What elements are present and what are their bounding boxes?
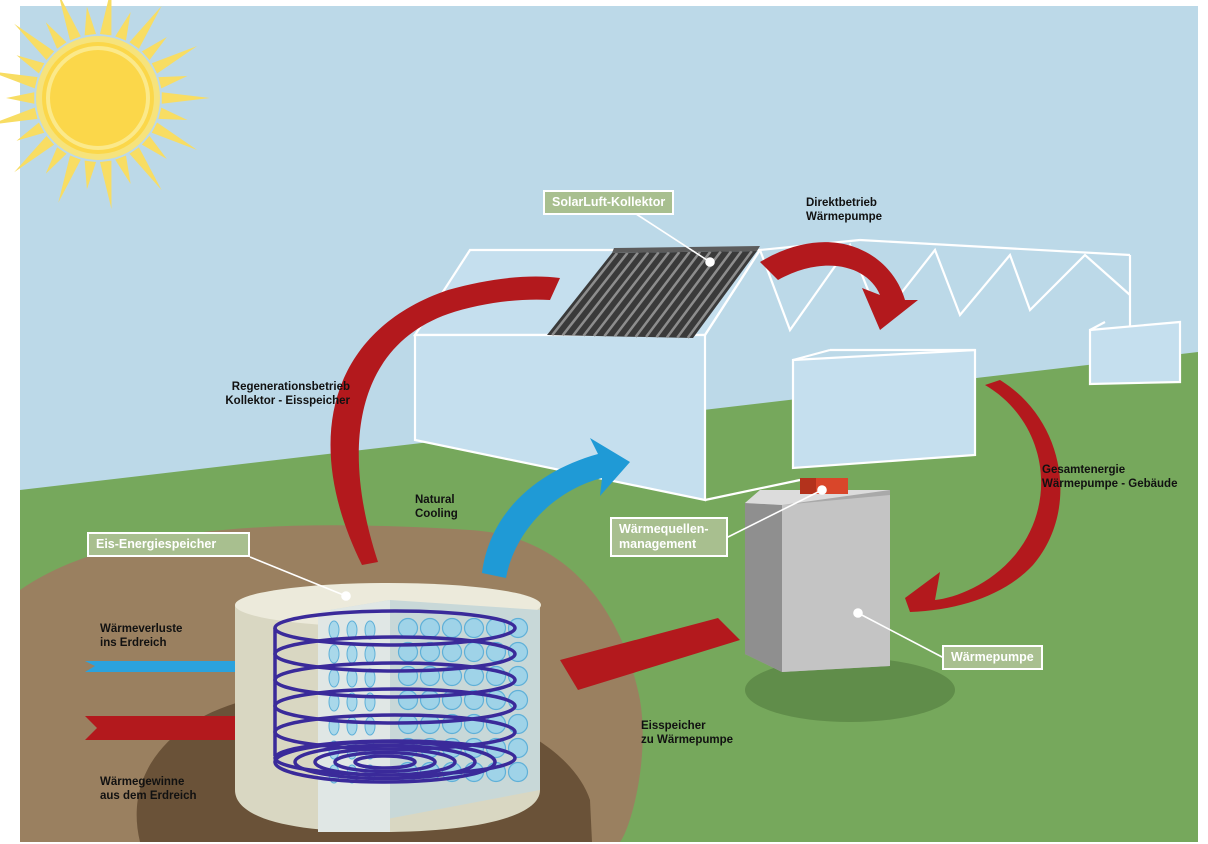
label-eisspeicher-zu-waermepumpe: Eisspeicher zu Wärmepumpe: [641, 720, 734, 746]
label-eis-energiespeicher: Eis-Energiespeicher: [87, 532, 250, 557]
arrow-eisspeicher-zu-waermepumpe: [560, 618, 740, 690]
label-solarluft-kollektor: SolarLuft-Kollektor: [543, 190, 675, 215]
arrow-waermeverluste: [85, 661, 248, 672]
heat-exchanger-coil-icon: [273, 609, 517, 784]
arrow-regeneration: [330, 276, 560, 565]
label-direktbetrieb: Direktbetrieb Wärmepumpe: [806, 197, 883, 223]
solar-collector-icon: [547, 246, 760, 339]
heat-pump-icon: [745, 478, 955, 722]
label-waermequellenmanagement: Wärmequellen- management: [610, 517, 728, 557]
leader-lines: [249, 209, 945, 659]
sun-icon: [0, 0, 210, 210]
label-natural-cooling: Natural Cooling: [415, 494, 458, 520]
label-gesamtenergie: Gesamtenergie Wärmepumpe - Gebäude: [1042, 464, 1178, 490]
arrow-waermegewinne: [85, 716, 258, 740]
arrow-gesamtenergie: [905, 380, 1061, 612]
label-regenerationsbetrieb: Regenerationsbetrieb Kollektor - Eisspei…: [225, 381, 350, 407]
label-waermegewinne: Wärmegewinne aus dem Erdreich: [100, 776, 197, 802]
label-waermeverluste: Wärmeverluste ins Erdreich: [100, 623, 183, 649]
arrow-natural-cooling: [482, 438, 630, 578]
label-waermepumpe: Wärmepumpe: [942, 645, 1043, 670]
arrow-direktbetrieb: [760, 242, 918, 330]
